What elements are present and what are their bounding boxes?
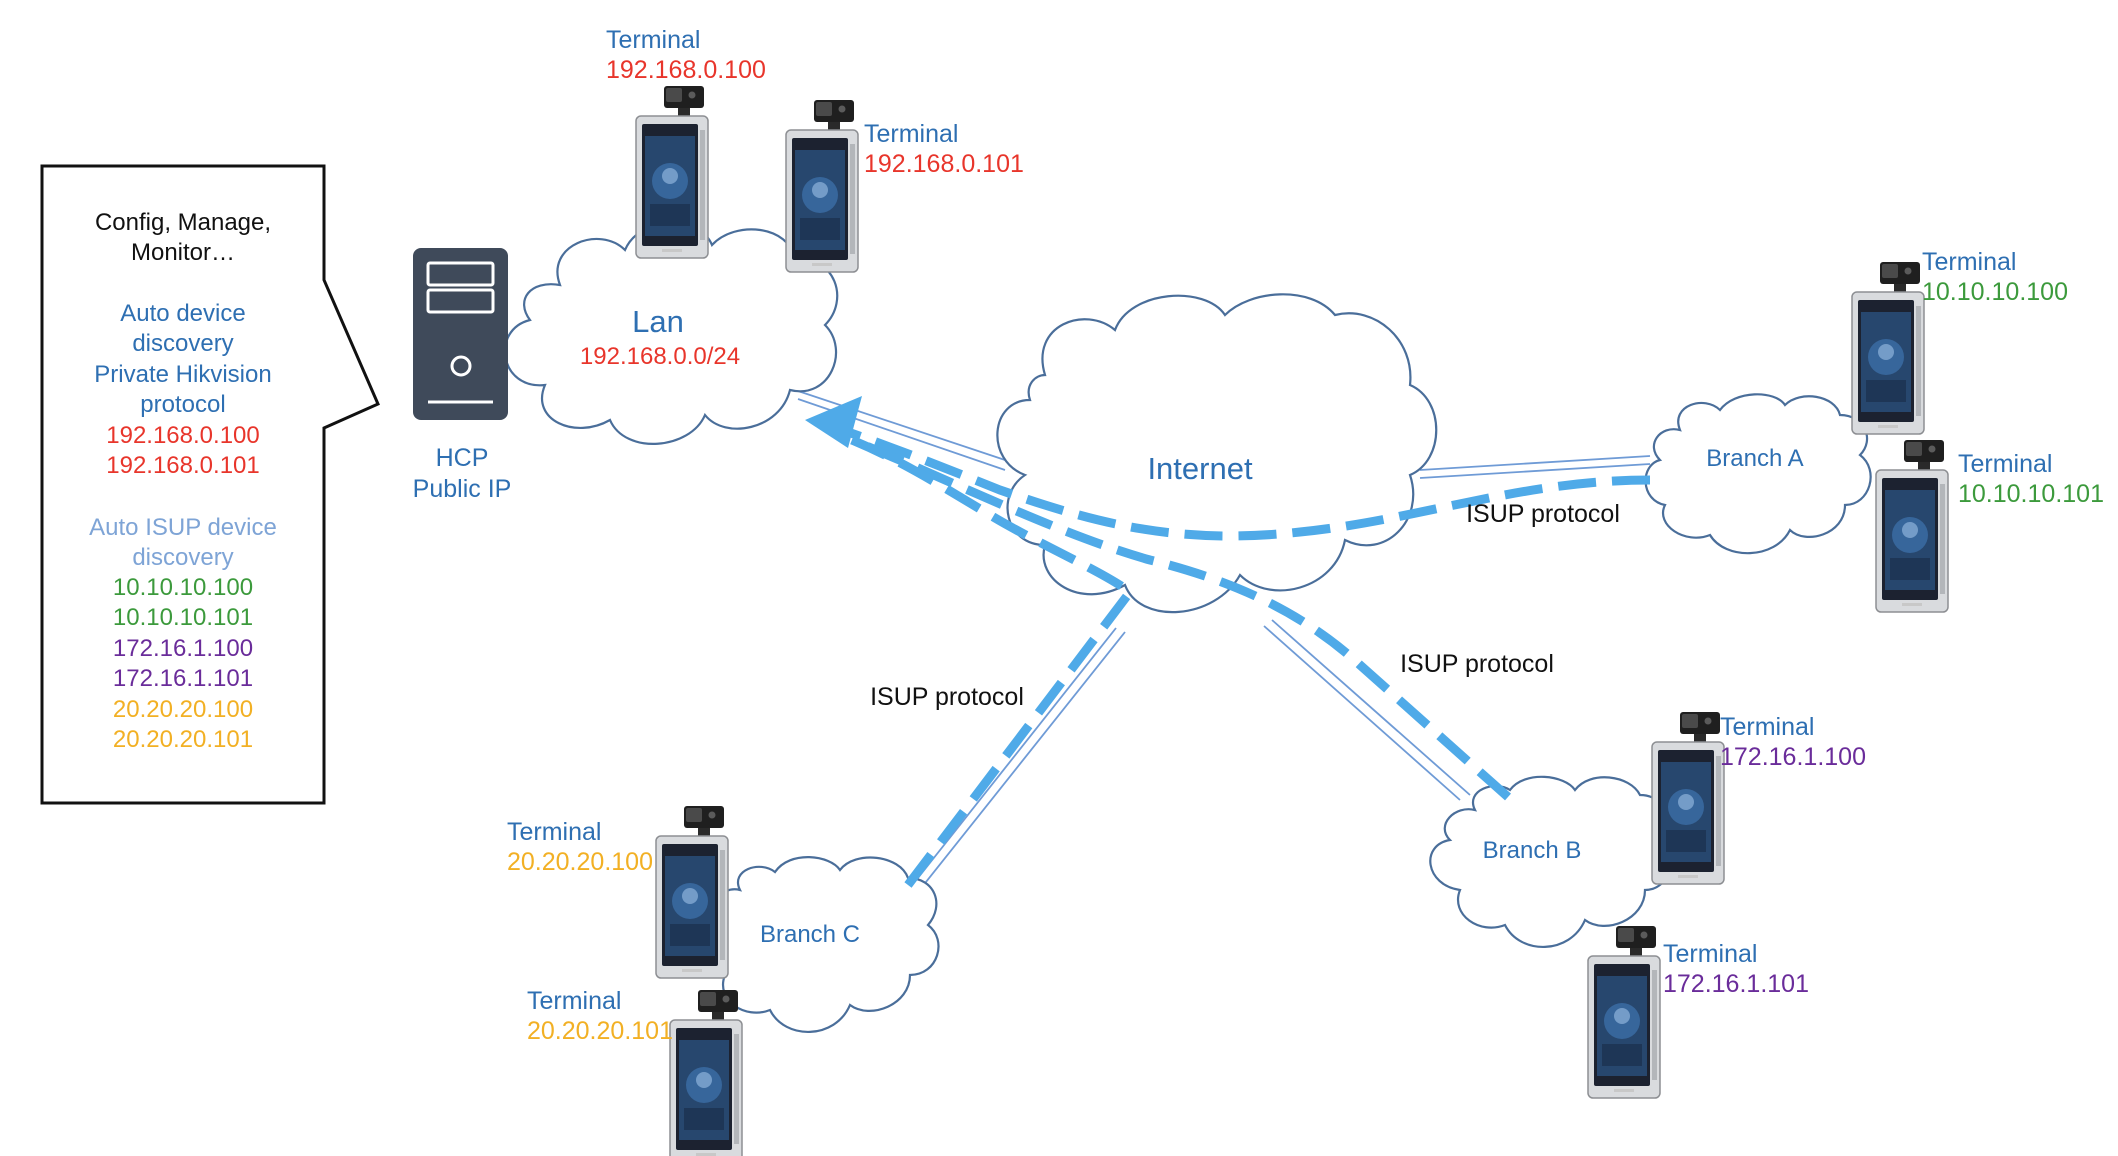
terminal-ip: 192.168.0.101 bbox=[864, 150, 1024, 178]
server-label-line2: Public IP bbox=[413, 475, 512, 503]
terminal-device-icon bbox=[1651, 711, 1725, 885]
terminal-device-icon bbox=[655, 805, 729, 979]
cloud-branch-b-title: Branch B bbox=[1483, 837, 1582, 864]
callout-line: Monitor… bbox=[131, 239, 235, 266]
callout-line: 10.10.10.100 bbox=[113, 574, 253, 601]
callout-line: discovery bbox=[132, 330, 233, 357]
link-branch-a-2 bbox=[1419, 463, 1651, 479]
callout-text-lines: Config, Manage, Monitor… Auto device discov… bbox=[89, 209, 277, 753]
callout-line: Private Hikvision bbox=[94, 361, 271, 388]
terminal-ip: 10.10.10.101 bbox=[1958, 480, 2104, 508]
terminal-ip: 10.10.10.100 bbox=[1922, 278, 2068, 306]
terminal-label: Terminal bbox=[507, 818, 601, 846]
link-branch-b-1 bbox=[1271, 619, 1471, 796]
cloud-branch-a: Branch A bbox=[1644, 393, 1872, 555]
terminal-label: Terminal bbox=[1958, 450, 2052, 478]
callout-line: 10.10.10.101 bbox=[113, 604, 253, 631]
terminal-device-icon bbox=[785, 99, 859, 273]
terminal-label: Terminal bbox=[1663, 940, 1757, 968]
callout-line: 20.20.20.101 bbox=[113, 726, 253, 753]
cloud-branch-b: Branch B bbox=[1429, 775, 1672, 948]
server-icon bbox=[413, 248, 508, 420]
cloud-internet: Internet bbox=[996, 293, 1438, 614]
terminal-device-icon bbox=[1875, 439, 1949, 613]
callout-line: 172.16.1.101 bbox=[113, 665, 253, 692]
cloud-lan: Lan 192.168.0.0/24 bbox=[503, 222, 839, 445]
terminal-label: Terminal bbox=[606, 26, 700, 54]
link-branch-c-2 bbox=[909, 627, 1117, 889]
isup-arrows bbox=[846, 427, 1651, 888]
terminal-ip: 172.16.1.101 bbox=[1663, 970, 1809, 998]
protocol-label-branch-a: ISUP protocol bbox=[1466, 500, 1620, 528]
isup-arrowhead bbox=[805, 396, 862, 448]
terminals: Terminal192.168.0.100Terminal192.168.0.1… bbox=[507, 26, 2104, 1156]
cloud-branch-c: Branch C bbox=[696, 856, 940, 1033]
server-label-line1: HCP bbox=[436, 444, 489, 472]
callout-line: Auto ISUP device bbox=[89, 514, 277, 541]
cloud-lan-title: Lan bbox=[632, 304, 684, 339]
terminal-device-icon bbox=[1851, 261, 1925, 435]
callout-line: 192.168.0.101 bbox=[106, 452, 259, 479]
cloud-branch-c-title: Branch C bbox=[760, 921, 860, 948]
link-branch-c-1 bbox=[917, 631, 1126, 893]
cloud-branch-a-title: Branch A bbox=[1706, 445, 1803, 472]
callout-line: 192.168.0.100 bbox=[106, 422, 259, 449]
terminal-device-icon bbox=[669, 989, 743, 1156]
terminal-ip: 20.20.20.101 bbox=[527, 1017, 673, 1045]
callout-line: 20.20.20.100 bbox=[113, 696, 253, 723]
isup-arrow-branch-a bbox=[846, 427, 1651, 541]
hcp-server: HCP Public IP bbox=[413, 248, 512, 503]
terminal-ip: 20.20.20.100 bbox=[507, 848, 653, 876]
protocol-label-branch-c: ISUP protocol bbox=[870, 683, 1024, 711]
callout-line: Config, Manage, bbox=[95, 209, 271, 236]
terminal-label: Terminal bbox=[1922, 248, 2016, 276]
callout-box: Config, Manage, Monitor… Auto device discov… bbox=[40, 164, 380, 805]
isup-arrow-branch-b bbox=[850, 435, 1511, 801]
link-branch-a-1 bbox=[1419, 455, 1651, 471]
terminal-label: Terminal bbox=[864, 120, 958, 148]
protocol-label-branch-b: ISUP protocol bbox=[1400, 650, 1554, 678]
terminal-ip: 172.16.1.100 bbox=[1720, 743, 1866, 771]
callout-line: Auto device bbox=[120, 300, 245, 327]
callout-line: discovery bbox=[132, 544, 233, 571]
terminal-device-icon bbox=[635, 85, 709, 259]
callout-line: protocol bbox=[140, 391, 225, 418]
cloud-lan-subnet: 192.168.0.0/24 bbox=[580, 343, 740, 370]
link-lan-internet-1 bbox=[794, 389, 1006, 461]
link-branch-b-2 bbox=[1263, 625, 1461, 801]
cloud-internet-title: Internet bbox=[1147, 451, 1253, 486]
terminal-label: Terminal bbox=[527, 987, 621, 1015]
isup-arrow-branch-c bbox=[850, 435, 1137, 888]
terminal-label: Terminal bbox=[1720, 713, 1814, 741]
callout-line: 172.16.1.100 bbox=[113, 635, 253, 662]
terminal-device-icon bbox=[1587, 925, 1661, 1099]
terminal-ip: 192.168.0.100 bbox=[606, 56, 766, 84]
